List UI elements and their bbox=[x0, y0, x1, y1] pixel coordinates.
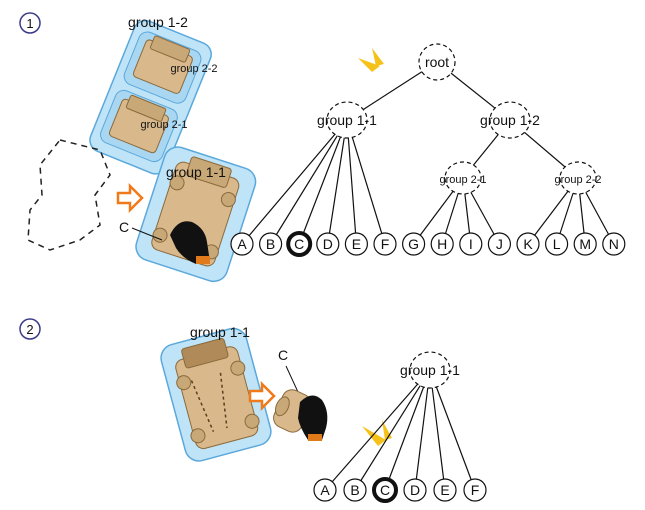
step-badge-2 bbox=[19, 318, 41, 340]
tree-group-2-1-label: group 2-1 bbox=[439, 174, 486, 186]
part-c-pointer bbox=[131, 227, 163, 241]
leaf-label-c: C bbox=[294, 236, 304, 252]
leaf-node-d bbox=[403, 478, 427, 502]
step-label-2: 2 bbox=[26, 322, 33, 337]
edge-group-1-1-leaf bbox=[346, 119, 386, 245]
edge-group-1-1-leaf bbox=[354, 369, 431, 491]
move-arrow-2 bbox=[248, 380, 276, 412]
leaf-node-e bbox=[433, 478, 457, 502]
leaf-label-a: A bbox=[320, 482, 330, 498]
edge-group-1-1-leaf bbox=[384, 369, 431, 491]
tree-2: group 1-1A B C D E F bbox=[313, 351, 487, 503]
leaf-label-d: D bbox=[410, 482, 420, 498]
edge-group-1-1-leaf bbox=[414, 369, 431, 491]
edge-group-1-1-leaf bbox=[241, 119, 348, 245]
leaf-label-e: E bbox=[352, 236, 361, 252]
tree-root-label: root bbox=[425, 54, 449, 70]
hand-icon-2 bbox=[298, 395, 328, 440]
leaf-label-b: B bbox=[350, 482, 359, 498]
removed-part-outline bbox=[27, 139, 111, 251]
group-1-2-block bbox=[89, 19, 212, 175]
part-c-pointer-2 bbox=[285, 365, 299, 393]
panel-1: 1 group 1-2 group 2-2 group 2-1 bbox=[19, 12, 626, 283]
glove-cuff-icon-2 bbox=[308, 434, 322, 441]
leaf-node-b bbox=[343, 478, 367, 502]
edge-group-1-1-leaf bbox=[327, 119, 348, 245]
tree2-group-1-1-label: group 1-1 bbox=[400, 362, 460, 378]
group-1-1-label: group 1-1 bbox=[166, 164, 226, 180]
leaf-node-m bbox=[573, 232, 597, 256]
move-arrow-1 bbox=[116, 182, 144, 214]
leaf-label-k: K bbox=[523, 236, 533, 252]
leaf-node-h bbox=[430, 232, 454, 256]
leaf-label-m: M bbox=[579, 236, 591, 252]
leaf-node-i bbox=[459, 232, 483, 256]
group-1-1-label-2: group 1-1 bbox=[190, 324, 250, 340]
step-badge-1 bbox=[19, 12, 41, 34]
leaf-label-l: L bbox=[553, 236, 561, 252]
tree-root-node bbox=[418, 43, 456, 81]
leaf-node-g bbox=[402, 232, 426, 256]
tree2-group-1-1-node bbox=[409, 351, 451, 389]
leaf-label-e: E bbox=[440, 482, 449, 498]
part-c-label: C bbox=[119, 219, 129, 235]
leaf-node-a bbox=[230, 232, 254, 256]
leaf-label-i: I bbox=[469, 236, 473, 252]
group-1-2-label: group 1-2 bbox=[128, 14, 188, 30]
leaf-node-n bbox=[602, 232, 626, 256]
leaf-node-f bbox=[373, 232, 397, 256]
leaf-node-f bbox=[463, 478, 487, 502]
tree-group-2-1-node bbox=[444, 161, 482, 195]
edge-group-1-1-leaf bbox=[346, 119, 357, 245]
panel-2: 2 group 1-1 C group 1-1A B C D E F bbox=[19, 318, 487, 503]
edge-group-1-1-leaf bbox=[429, 369, 476, 491]
leaf-node-e bbox=[344, 232, 368, 256]
leaf-label-c: C bbox=[380, 482, 390, 498]
tree-group-2-2-label: group 2-2 bbox=[554, 174, 601, 186]
tree-1: root group 1-1 group 1-2 group 2-1 group 2-2… bbox=[230, 43, 626, 257]
leaf-node-a bbox=[313, 478, 337, 502]
hand-icon bbox=[170, 221, 210, 264]
tree-group-2-2-node bbox=[559, 161, 597, 195]
leaf-label-d: D bbox=[323, 236, 333, 252]
leaf-label-b: B bbox=[266, 236, 275, 252]
edge-group-1-1-leaf bbox=[298, 119, 348, 245]
leaf-node-j bbox=[487, 232, 511, 256]
leaf-node-k bbox=[516, 232, 540, 256]
leaf-label-f: F bbox=[471, 482, 480, 498]
leaf-label-g: G bbox=[408, 236, 419, 252]
tree-group-1-1-node bbox=[326, 101, 368, 139]
group-1-1-block-2 bbox=[160, 327, 272, 462]
tree-group-1-1-label: group 1-1 bbox=[317, 112, 377, 128]
tree-group-1-2-label: group 1-2 bbox=[480, 112, 540, 128]
tree-group-1-2-node bbox=[489, 101, 531, 139]
leaf-node-c bbox=[372, 477, 398, 503]
glove-cuff-icon bbox=[196, 256, 210, 264]
edge-group-1-1-leaf bbox=[429, 369, 446, 491]
leaf-node-b bbox=[259, 232, 283, 256]
step-label-1: 1 bbox=[26, 16, 33, 31]
part-c-label-2: C bbox=[278, 347, 288, 363]
part-c-piece bbox=[273, 389, 312, 433]
leaf-label-j: J bbox=[496, 236, 503, 252]
edge-group-1-1-leaf bbox=[324, 369, 431, 491]
leaf-label-a: A bbox=[237, 236, 247, 252]
group-2-1-label: group 2-1 bbox=[140, 119, 187, 131]
leaf-node-l bbox=[544, 232, 569, 256]
leaf-node-c bbox=[286, 231, 313, 257]
leaf-label-h: H bbox=[437, 236, 447, 252]
edge-group-1-1-leaf bbox=[270, 119, 348, 245]
leaf-node-d bbox=[316, 232, 340, 256]
leaf-label-f: F bbox=[381, 236, 390, 252]
leaf-label-n: N bbox=[609, 236, 619, 252]
group-2-2-label: group 2-2 bbox=[170, 63, 217, 75]
spark-icon bbox=[358, 48, 384, 72]
